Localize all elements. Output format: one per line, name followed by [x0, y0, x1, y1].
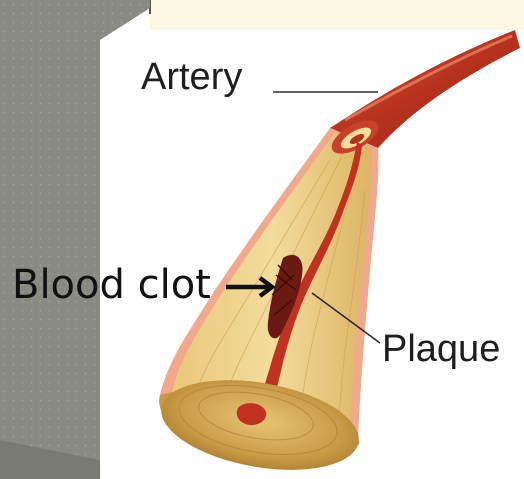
label-blood-clot: Blood clot — [12, 265, 211, 305]
label-plaque: Plaque — [382, 330, 500, 368]
label-artery: Artery — [141, 58, 242, 96]
